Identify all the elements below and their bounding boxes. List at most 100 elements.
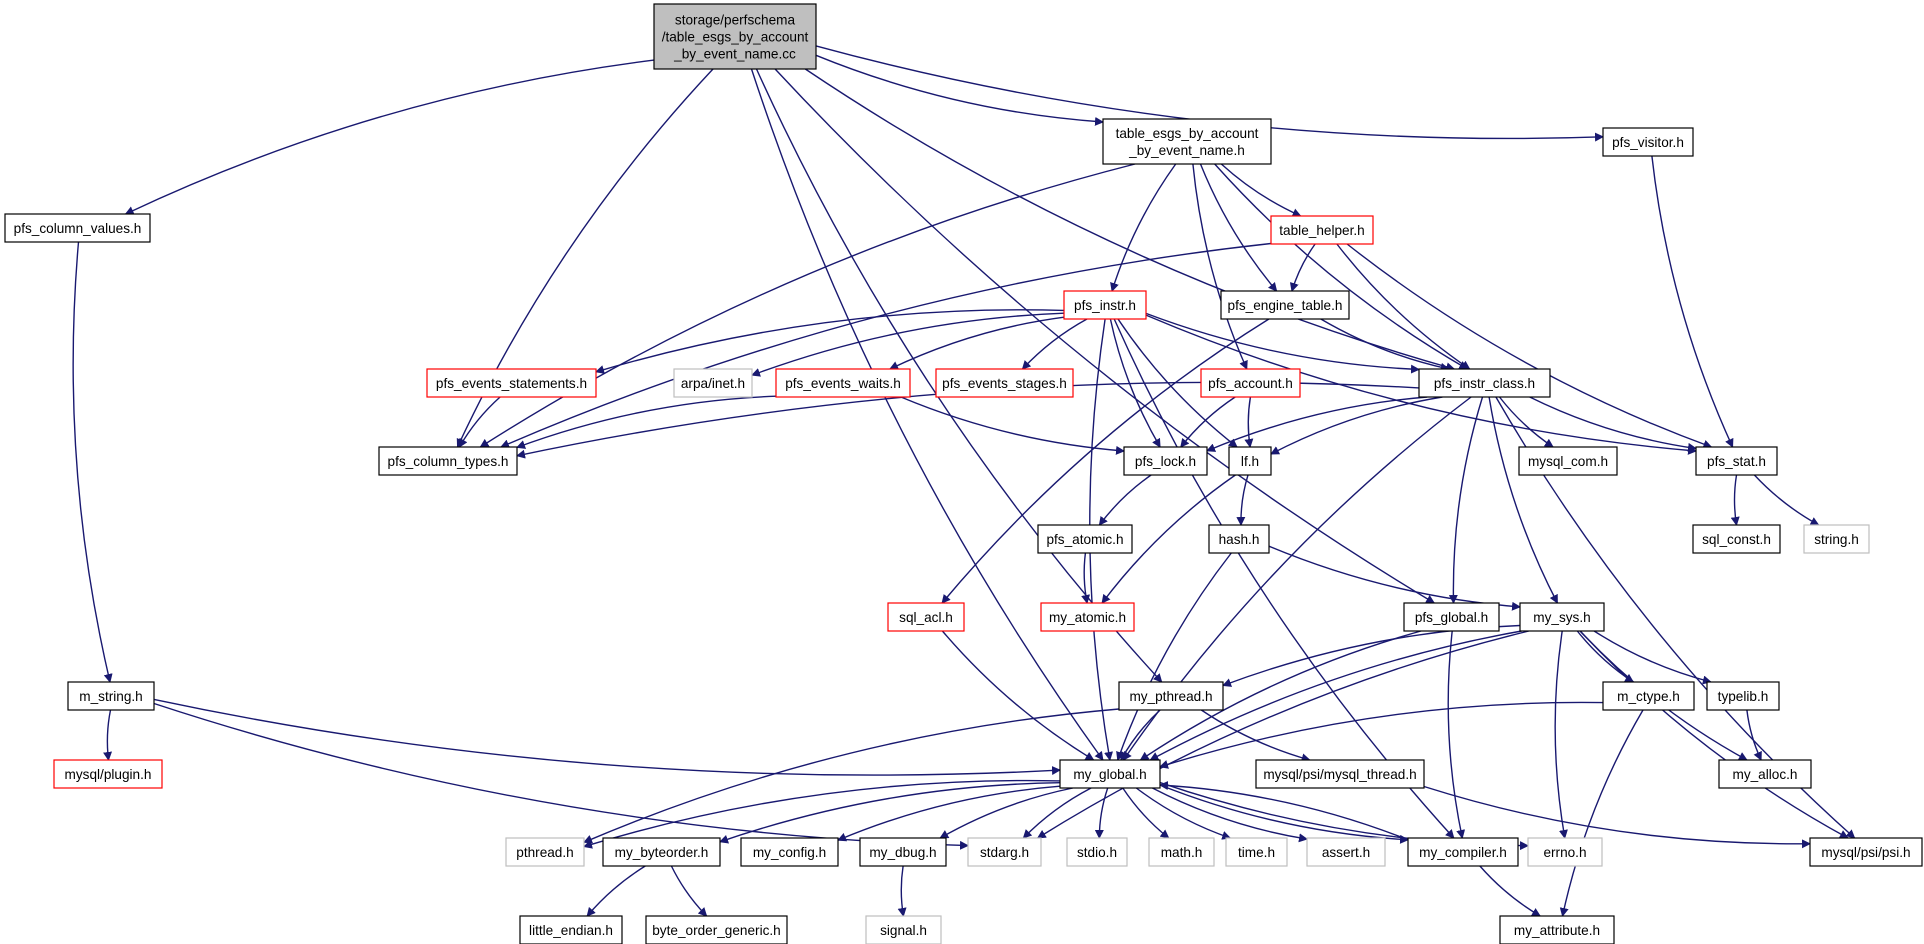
node-label: pfs_column_values.h [14, 221, 142, 236]
node-time-h[interactable]: time.h [1225, 837, 1288, 867]
edge-root-to-table_esgs_h [815, 54, 1104, 126]
node-pfs-atomic[interactable]: pfs_atomic.h [1037, 524, 1133, 554]
node-label: signal.h [880, 923, 927, 938]
node-label: _by_event_name.h [1128, 143, 1245, 158]
node-stdarg[interactable]: stdarg.h [967, 837, 1042, 867]
node-mysql-thread[interactable]: mysql/psi/mysql_thread.h [1255, 759, 1425, 789]
node-root[interactable]: storage/perfschema/table_esgs_by_account… [653, 3, 817, 70]
node-box [1148, 837, 1215, 867]
node-pfs-account[interactable]: pfs_account.h [1200, 368, 1301, 398]
node-table-esgs-h[interactable]: table_esgs_by_account _by_event_name.h [1102, 118, 1272, 165]
node-box [1519, 602, 1605, 632]
node-byte-order-generic[interactable]: byte_order_generic.h [645, 915, 788, 944]
node-box [935, 368, 1074, 398]
node-label: byte_order_generic.h [652, 923, 780, 938]
edge-table_helper-to-pfs_column_types [500, 242, 1272, 448]
edge-pfs_instr-to-pfs_instr_class [1145, 312, 1420, 374]
edge-my_global-to-pthread_h [583, 779, 1061, 849]
node-my-compiler[interactable]: my_compiler.h [1407, 837, 1519, 867]
node-my-attribute[interactable]: my_attribute.h [1499, 915, 1615, 944]
node-my-config[interactable]: my_config.h [740, 837, 839, 867]
node-box [859, 837, 947, 867]
node-m-string[interactable]: m_string.h [67, 681, 155, 711]
node-my-global[interactable]: my_global.h [1059, 759, 1161, 789]
node-sql-const[interactable]: sql_const.h [1692, 524, 1781, 554]
node-label: assert.h [1322, 845, 1370, 860]
node-box [653, 3, 817, 70]
node-errno-h[interactable]: errno.h [1527, 837, 1603, 867]
edge-my_global-to-errno_h [1159, 781, 1529, 851]
node-box [1255, 759, 1425, 789]
edge-my_sys-to-my_pthread [1222, 624, 1521, 687]
node-my-alloc[interactable]: my_alloc.h [1718, 759, 1812, 789]
node-pfs-instr[interactable]: pfs_instr.h [1063, 290, 1147, 320]
node-my-atomic[interactable]: my_atomic.h [1040, 602, 1135, 632]
node-pfs-engine-table[interactable]: pfs_engine_table.h [1220, 290, 1350, 320]
node-sql-acl[interactable]: sql_acl.h [887, 602, 965, 632]
node-box [1066, 837, 1128, 867]
node-my-pthread[interactable]: my_pthread.h [1118, 681, 1224, 711]
edge-my_pthread-to-pthread_h [583, 708, 1120, 844]
node-label: mysql/psi/psi.h [1821, 845, 1910, 860]
node-typelib[interactable]: typelib.h [1706, 681, 1780, 711]
node-box [1809, 837, 1923, 867]
node-box [645, 915, 788, 944]
node-my-sys[interactable]: my_sys.h [1519, 602, 1605, 632]
node-pfs-instr-class[interactable]: pfs_instr_class.h [1418, 368, 1551, 398]
node-little-endian[interactable]: little_endian.h [519, 915, 623, 944]
edge-hash-to-my_sys [1268, 545, 1521, 611]
edge-pfs_instr_class-to-pfs_global [1448, 396, 1484, 604]
edge-my_global-to-my_compiler [1159, 784, 1409, 844]
node-assert-h[interactable]: assert.h [1306, 837, 1386, 867]
node-pfs-column-values[interactable]: pfs_column_values.h [4, 213, 151, 243]
node-label: _by_event_name.cc [673, 47, 796, 62]
edge-pfs_events_waits-to-pfs_lock [900, 396, 1125, 455]
edge-lf-to-hash [1236, 474, 1249, 526]
node-label: table_esgs_by_account [1116, 126, 1259, 141]
edge-pfs_instr-to-pfs_lock [1109, 318, 1161, 448]
edge-table_esgs_h-to-table_helper [1220, 163, 1302, 217]
node-table-helper[interactable]: table_helper.h [1270, 215, 1374, 245]
edge-lf-to-my_atomic [1101, 474, 1236, 604]
node-pfs-global[interactable]: pfs_global.h [1403, 602, 1500, 632]
node-box [426, 368, 597, 398]
node-box [1695, 446, 1778, 476]
edge-my_sys-to-stdarg [1036, 630, 1529, 839]
edge-my_sys-to-my_global [1149, 630, 1522, 761]
node-signal-h[interactable]: signal.h [865, 915, 942, 944]
node-my-byteorder[interactable]: my_byteorder.h [602, 837, 721, 867]
node-pfs-events-statements[interactable]: pfs_events_statements.h [426, 368, 597, 398]
node-mysql-com[interactable]: mysql_com.h [1518, 446, 1618, 476]
edge-pfs_events_statements-to-pfs_column_types [458, 396, 501, 448]
node-label: sql_const.h [1702, 532, 1771, 547]
node-mysql-plugin[interactable]: mysql/plugin.h [53, 759, 163, 789]
node-label: m_ctype.h [1617, 689, 1680, 704]
edge-my_global-to-stdarg [1022, 787, 1092, 839]
edge-my_byteorder-to-byte_order_generic [670, 865, 708, 917]
node-pfs-visitor[interactable]: pfs_visitor.h [1602, 127, 1694, 157]
node-box [378, 446, 518, 476]
node-arpa-inet[interactable]: arpa/inet.h [673, 368, 753, 398]
node-pfs-column-types[interactable]: pfs_column_types.h [378, 446, 518, 476]
node-pthread-h[interactable]: pthread.h [505, 837, 585, 867]
edge-table_helper-to-pfs_stat [1346, 243, 1713, 449]
node-psi[interactable]: mysql/psi/psi.h [1809, 837, 1923, 867]
node-stdio[interactable]: stdio.h [1066, 837, 1128, 867]
node-string-h[interactable]: string.h [1803, 524, 1870, 554]
node-pfs-lock[interactable]: pfs_lock.h [1123, 446, 1208, 476]
node-pfs-events-waits[interactable]: pfs_events_waits.h [775, 368, 911, 398]
node-m-ctype[interactable]: m_ctype.h [1602, 681, 1695, 711]
edge-root-to-my_global [750, 68, 1104, 761]
node-math[interactable]: math.h [1148, 837, 1215, 867]
node-pfs-events-stages[interactable]: pfs_events_stages.h [935, 368, 1074, 398]
node-box [505, 837, 585, 867]
node-box [1718, 759, 1812, 789]
node-lf[interactable]: lf.h [1228, 446, 1272, 476]
node-pfs-stat[interactable]: pfs_stat.h [1695, 446, 1778, 476]
node-box [865, 915, 942, 944]
node-hash[interactable]: hash.h [1208, 524, 1270, 554]
node-box [1803, 524, 1870, 554]
edge-root-to-pfs_column_values [124, 59, 655, 215]
node-my-dbug[interactable]: my_dbug.h [859, 837, 947, 867]
